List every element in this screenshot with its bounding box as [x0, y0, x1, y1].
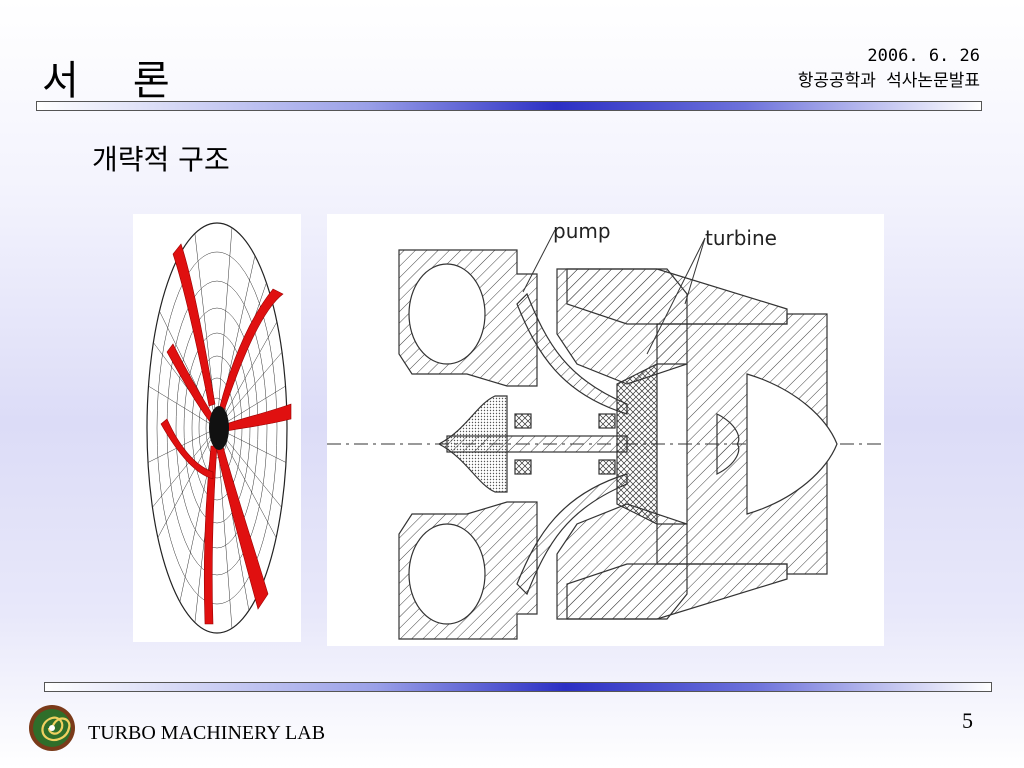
page-number: 5 [962, 708, 973, 733]
label-pump: pump [553, 219, 611, 243]
header-info: 2006. 6. 26 항공공학과 석사논문발표 [798, 44, 980, 94]
section-subtitle: 개략적 구조 [92, 143, 230, 176]
lab-name: TURBO MACHINERY LAB [88, 722, 326, 744]
turbopump-section-drawing: pump turbine [327, 219, 884, 640]
turbopump-section-figure: pump turbine [327, 214, 884, 646]
impeller-mesh-figure [133, 214, 301, 642]
spiral-logo-icon [27, 703, 77, 753]
impeller-mesh-drawing [146, 222, 292, 634]
presentation-event: 항공공학과 석사논문발표 [797, 71, 980, 91]
header-divider [36, 101, 982, 111]
title-part-2: 론 [132, 58, 170, 104]
title-part-1: 서 [42, 58, 79, 104]
presentation-date: 2006. 6. 26 [867, 46, 980, 66]
label-turbine: turbine [705, 226, 777, 250]
footer-divider [44, 682, 992, 692]
